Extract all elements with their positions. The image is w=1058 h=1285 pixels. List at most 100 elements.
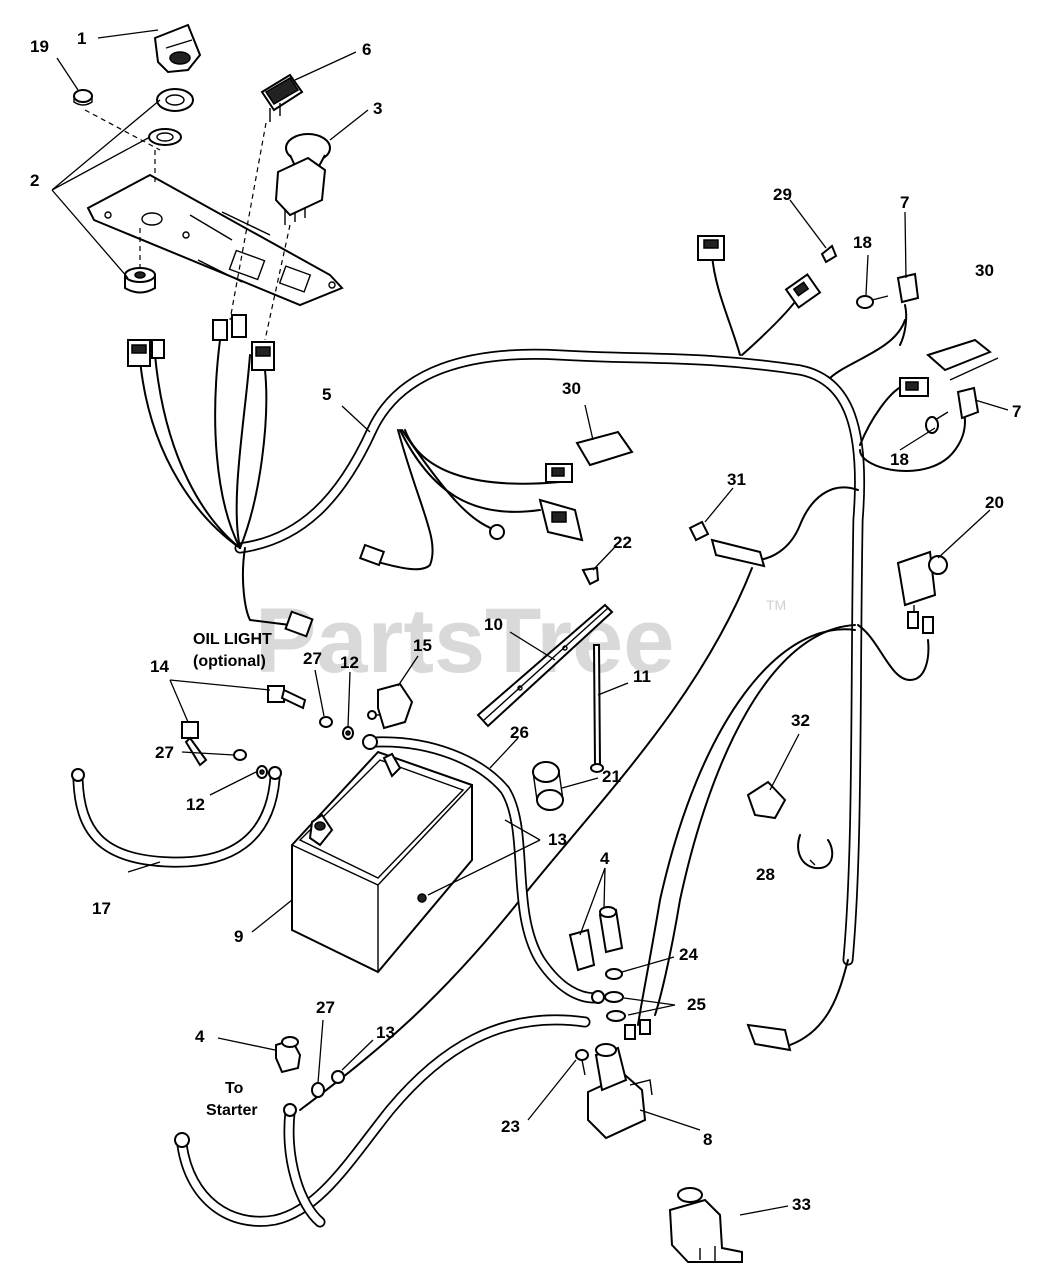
battery-9[interactable] (291, 750, 473, 974)
connector-cover-30-right[interactable] (926, 338, 992, 372)
main-wire-harness[interactable] (139, 254, 966, 1111)
grommet-top[interactable] (156, 88, 194, 112)
callout-26: 26 (510, 723, 529, 742)
callout-27-bottom: 27 (316, 998, 335, 1017)
callout-23: 23 (501, 1117, 520, 1136)
connector-31[interactable] (688, 520, 766, 568)
callout-19: 19 (30, 37, 49, 56)
harness-connector-middle[interactable] (545, 463, 573, 483)
seat-switch-33[interactable] (668, 1187, 743, 1263)
callout-30-middle: 30 (562, 379, 581, 398)
callout-12-lower: 12 (186, 795, 205, 814)
bracket-10[interactable] (476, 603, 614, 728)
screw-18-top[interactable] (856, 295, 889, 309)
terminal-boot-bottom-left[interactable] (275, 1036, 302, 1074)
callout-15: 15 (413, 636, 432, 655)
callout-24: 24 (679, 945, 698, 964)
screw-18-right[interactable] (925, 411, 949, 434)
callout-33: 33 (792, 1195, 811, 1214)
battery-cover-15[interactable] (367, 682, 414, 730)
callout-6: 6 (362, 40, 371, 59)
pto-switch[interactable] (274, 133, 331, 225)
callout-14: 14 (150, 657, 169, 676)
connector-32[interactable] (746, 780, 787, 820)
terminals-25[interactable] (624, 1019, 651, 1040)
left-connector-5[interactable] (251, 341, 275, 371)
callout-28: 28 (756, 865, 775, 884)
callout-25: 25 (687, 995, 706, 1014)
terminal-boot-right-1[interactable] (568, 928, 596, 972)
ignition-key-cap[interactable] (153, 23, 202, 74)
callout-4-right: 4 (600, 849, 610, 868)
dash-panel[interactable] (86, 173, 344, 307)
washer-25-b[interactable] (606, 1010, 626, 1022)
callout-29: 29 (773, 185, 792, 204)
callout-10: 10 (484, 615, 503, 634)
callout-20: 20 (985, 493, 1004, 512)
callout-11: 11 (633, 667, 651, 686)
starter-cable[interactable] (174, 1014, 591, 1228)
harness-connector-top-right[interactable] (784, 273, 822, 309)
spacer-21[interactable] (532, 761, 564, 811)
washer-27-lower[interactable] (233, 749, 247, 761)
left-connector-1[interactable] (127, 339, 151, 367)
harness-connector-right[interactable] (899, 377, 929, 397)
oil-light-connector[interactable] (284, 610, 314, 638)
harness-connector-bottom-right[interactable] (746, 1023, 792, 1052)
terminal-22[interactable] (581, 566, 600, 586)
washer-27-bottom[interactable] (311, 1082, 325, 1098)
interlock-switch-right[interactable] (956, 386, 980, 420)
callout-27-upper: 27 (303, 649, 322, 668)
left-connector-3[interactable] (212, 319, 228, 341)
harness-connector-middle-lower[interactable] (538, 498, 584, 542)
callout-18-right: 18 (890, 450, 909, 469)
watermark-text: PartsTree (255, 590, 674, 692)
starter-solenoid-8[interactable] (587, 1043, 653, 1140)
callout-3: 3 (373, 99, 382, 118)
plug-19[interactable] (73, 89, 93, 106)
fuel-solenoid-20[interactable] (896, 550, 948, 634)
callout-5: 5 (322, 385, 331, 404)
leader-lines (51, 29, 1009, 1216)
clip-29[interactable] (820, 244, 838, 264)
ground-cable-17[interactable] (71, 766, 282, 868)
left-connector-2[interactable] (151, 339, 165, 359)
harness-connector-top-left[interactable] (697, 235, 725, 261)
callout-17: 17 (92, 899, 111, 918)
callout-21: 21 (602, 767, 621, 786)
battery-cable-26[interactable] (362, 734, 605, 1004)
ring-terminal-middle[interactable] (489, 524, 505, 540)
screw-23[interactable] (575, 1049, 589, 1076)
washer-12-upper[interactable] (342, 726, 354, 740)
grommet-bottom[interactable] (124, 267, 156, 294)
callout-labels: 1 2 3 4 4 5 6 7 7 8 9 10 11 12 12 13 13 … (30, 29, 1021, 1214)
left-connector-4[interactable] (231, 314, 247, 338)
callout-18-top: 18 (853, 233, 872, 252)
interlock-switch-top[interactable] (896, 272, 920, 346)
oil-light-label: OIL LIGHT (193, 631, 272, 648)
callout-22: 22 (613, 533, 632, 552)
washer-12-lower[interactable] (256, 765, 268, 779)
callout-13-right: 13 (548, 830, 567, 849)
connector-cover-30-middle[interactable] (575, 430, 634, 467)
callout-13-bottom: 13 (376, 1023, 395, 1042)
bolt-11[interactable] (590, 644, 604, 773)
grommet-washer[interactable] (148, 128, 182, 146)
bolt-14-lower[interactable] (181, 721, 208, 767)
callout-8: 8 (703, 1130, 712, 1149)
terminal-left-middle[interactable] (358, 543, 386, 567)
nut-13-bottom[interactable] (331, 1070, 345, 1084)
callout-30-right: 30 (975, 261, 994, 280)
nut-24[interactable] (605, 968, 623, 980)
terminal-boot-right-2[interactable] (598, 906, 624, 954)
washer-27-upper[interactable] (319, 716, 333, 728)
callout-1: 1 (77, 29, 86, 48)
callout-27-lower: 27 (155, 743, 174, 762)
rocker-switch[interactable] (260, 73, 304, 122)
to-starter-label-line2: Starter (206, 1102, 258, 1119)
bolt-14-upper[interactable] (267, 685, 307, 710)
washer-25-a[interactable] (604, 991, 624, 1003)
callout-4-bottom: 4 (195, 1027, 205, 1046)
